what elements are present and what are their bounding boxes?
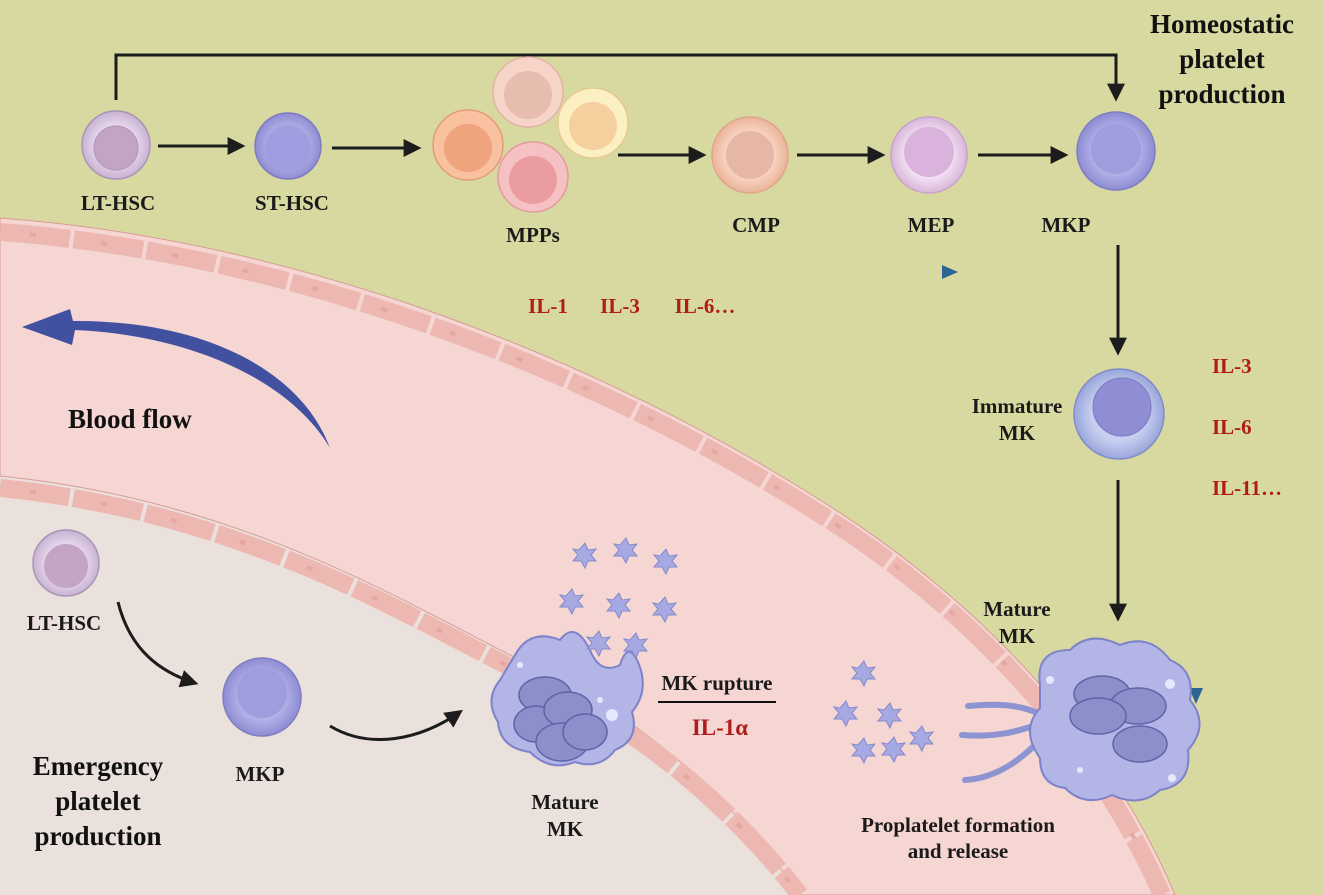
- cytokine-right-1: IL-3: [1212, 354, 1252, 378]
- lt-hsc-cell: [81, 110, 151, 180]
- label-immature-mk-line2: MK: [999, 421, 1036, 445]
- emergency-mature-mk-cell: [490, 631, 644, 767]
- blood-flow-label: Blood flow: [68, 404, 192, 434]
- label-mkp: MKP: [1042, 213, 1091, 237]
- blood-flow-arrow: [22, 309, 330, 448]
- cmp-cell: [711, 116, 789, 194]
- emergency-title-line2: platelet: [55, 786, 140, 816]
- label-emergency-lt-hsc: LT-HSC: [27, 611, 101, 635]
- mep-cell: [890, 116, 968, 194]
- label-mpps: MPPs: [506, 223, 560, 247]
- label-emergency-mkp: MKP: [236, 762, 285, 786]
- homeostatic-title-line3: production: [1158, 79, 1285, 109]
- st-hsc-cell: [254, 112, 322, 180]
- label-mature-mk-line2: MK: [999, 624, 1036, 648]
- mkp-cell: [1076, 111, 1156, 191]
- label-emergency-mature-mk-line1: Mature: [531, 790, 598, 814]
- label-st-hsc: ST-HSC: [255, 191, 329, 215]
- label-cmp: CMP: [732, 213, 780, 237]
- homeostatic-title-line1: Homeostatic: [1150, 9, 1294, 39]
- mature-mk-proplatelet-cell: [959, 637, 1201, 802]
- label-emergency-mature-mk-line2: MK: [547, 817, 584, 841]
- homeostatic-title-line2: platelet: [1179, 44, 1264, 74]
- label-mk-rupture: MK rupture: [661, 671, 772, 695]
- arrow-emergency-lthsc-mkp: [116, 601, 199, 688]
- cytokine-right-2: IL-6: [1212, 415, 1252, 439]
- direct-lthsc-to-mkp-arrow: [114, 53, 1125, 102]
- bone-marrow-region: [0, 476, 800, 895]
- immature-mk-cell: [1073, 368, 1165, 460]
- emergency-title-line1: Emergency: [33, 751, 164, 781]
- arrow-emergency-mkp-mk: [329, 709, 463, 742]
- label-immature-mk-line1: Immature: [972, 394, 1063, 418]
- label-mep: MEP: [908, 213, 955, 237]
- label-il-1-alpha: IL-1α: [692, 715, 748, 740]
- label-lt-hsc: LT-HSC: [81, 191, 155, 215]
- label-proplatelet-line1: Proplatelet formation: [861, 813, 1055, 837]
- mpps-cells: [432, 56, 629, 213]
- emergency-title-line3: production: [34, 821, 161, 851]
- label-proplatelet-line2: and release: [908, 839, 1009, 863]
- cytokine-top-3: IL-6…: [675, 294, 736, 318]
- cytokine-top-1: IL-1: [528, 294, 568, 318]
- emergency-mkp-cell: [222, 657, 302, 737]
- emergency-lt-hsc-cell: [32, 529, 100, 597]
- cytokine-top-2: IL-3: [600, 294, 640, 318]
- released-platelets-homeostatic: [832, 660, 935, 765]
- label-mature-mk-line1: Mature: [983, 597, 1050, 621]
- cytokine-right-3: IL-11…: [1212, 476, 1282, 500]
- released-platelets-emergency: [558, 537, 679, 660]
